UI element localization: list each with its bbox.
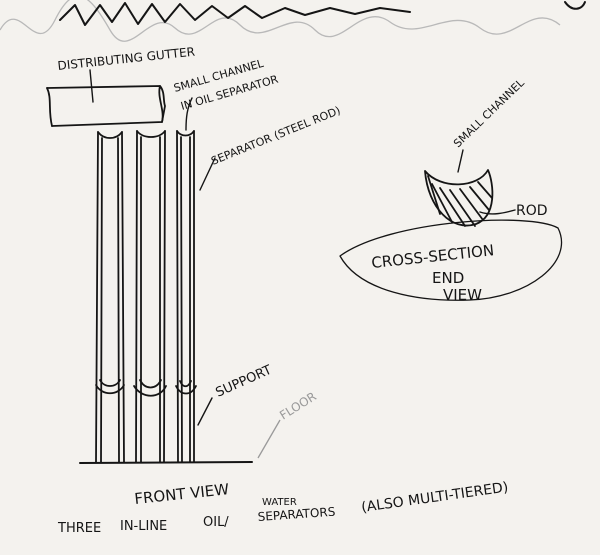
- rod-pointer: [479, 209, 516, 215]
- top-right-mark: [564, 1, 586, 10]
- gutter-pointer: [89, 69, 94, 103]
- label-view: VIEW: [443, 286, 482, 304]
- cross-section-outline: [339, 219, 563, 301]
- pencil-scribble: [0, 0, 561, 42]
- label-oil: OIL/: [203, 515, 229, 530]
- label-separators: SEPARATORS: [257, 505, 336, 524]
- separator-pointer: [199, 157, 216, 191]
- label-multi-tiered: (ALSO MULTI-TIERED): [360, 479, 509, 515]
- small-channel-pointer: [185, 97, 193, 131]
- separator-rod-3: [175, 130, 197, 463]
- label-support: SUPPORT: [214, 363, 275, 401]
- ink-scribble: [59, 2, 411, 26]
- label-floor: FLOOR: [277, 389, 319, 422]
- label-end: END: [432, 269, 464, 287]
- rod-cross-section: [424, 169, 494, 227]
- label-small-channel: SMALL CHANNEL: [451, 76, 527, 150]
- label-cross-section: CROSS-SECTION: [371, 241, 495, 272]
- label-three: THREE: [57, 521, 101, 536]
- label-water: WATER: [262, 497, 297, 508]
- separator-rod-2: [133, 130, 167, 463]
- floor-pointer: [257, 419, 281, 459]
- label-distributing-gutter: DISTRIBUTING GUTTER: [57, 45, 196, 73]
- label-in-line: IN-LINE: [120, 519, 167, 534]
- distributing-gutter: [46, 85, 166, 127]
- channel-pointer: [457, 149, 464, 173]
- separator-rod-1: [95, 131, 125, 463]
- support-pointer: [197, 397, 213, 426]
- label-rod: ROD: [516, 203, 548, 219]
- label-front-view: FRONT VIEW: [134, 480, 231, 508]
- floor-line: [79, 461, 253, 464]
- label-separator: SEPARATOR (STEEL ROD): [209, 104, 342, 168]
